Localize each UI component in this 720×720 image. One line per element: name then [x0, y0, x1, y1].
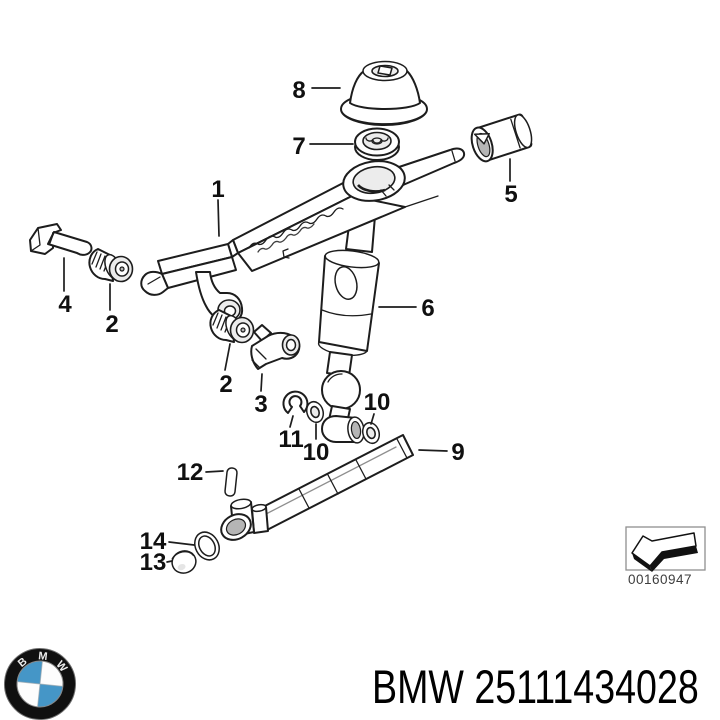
logo-quadrant-br	[37, 684, 63, 707]
callout-2a: 2	[105, 311, 118, 338]
part-8-boot	[340, 60, 428, 126]
callout-2b: 2	[219, 371, 232, 398]
part-number-caption: BMW 25111434028	[372, 660, 699, 713]
leader-lines	[63, 87, 511, 563]
direction-arrow-icon	[631, 532, 698, 572]
callout-12: 12	[177, 459, 204, 486]
part-1-selector-arm	[140, 147, 466, 323]
callout-5: 5	[504, 181, 517, 208]
bmw-logo: B M W	[4, 648, 76, 720]
part-3-lever	[250, 324, 301, 370]
callout-6: 6	[421, 295, 434, 322]
part-9-selector-rod	[220, 434, 414, 541]
callout-8: 8	[292, 77, 305, 104]
part-4-bracket-pin	[29, 223, 93, 256]
part-11-clip	[282, 390, 309, 414]
callout-3: 3	[254, 391, 267, 418]
logo-letter-m: M	[38, 650, 48, 663]
part-12-pin	[224, 467, 238, 497]
callout-13: 13	[140, 549, 167, 576]
logo-quadrant-tl	[17, 661, 43, 684]
part-5-sleeve	[470, 113, 533, 163]
callout-4: 4	[58, 291, 72, 318]
callout-9: 9	[451, 439, 464, 466]
callout-10a: 10	[303, 439, 330, 466]
part-2-bushing-rear	[209, 309, 255, 344]
ref-box: 00160947	[625, 526, 706, 587]
part-10-washer-right	[361, 421, 381, 445]
part-10-washer-left	[305, 400, 325, 424]
part-7-bearing-ring	[354, 127, 400, 161]
part-14-o-ring	[194, 531, 220, 561]
callout-10b: 10	[364, 389, 391, 416]
ref-code: 00160947	[628, 572, 692, 587]
callout-7: 7	[292, 133, 305, 160]
callout-1: 1	[211, 176, 224, 203]
callout-labels: 1 2 2 3 4 5 6 7 8 9 10 10 11 12 13 14	[58, 77, 517, 576]
callout-11: 11	[278, 426, 303, 453]
part-2-bushing-front	[88, 248, 134, 283]
part-13-cap	[171, 550, 197, 574]
callout-14: 14	[140, 528, 167, 555]
